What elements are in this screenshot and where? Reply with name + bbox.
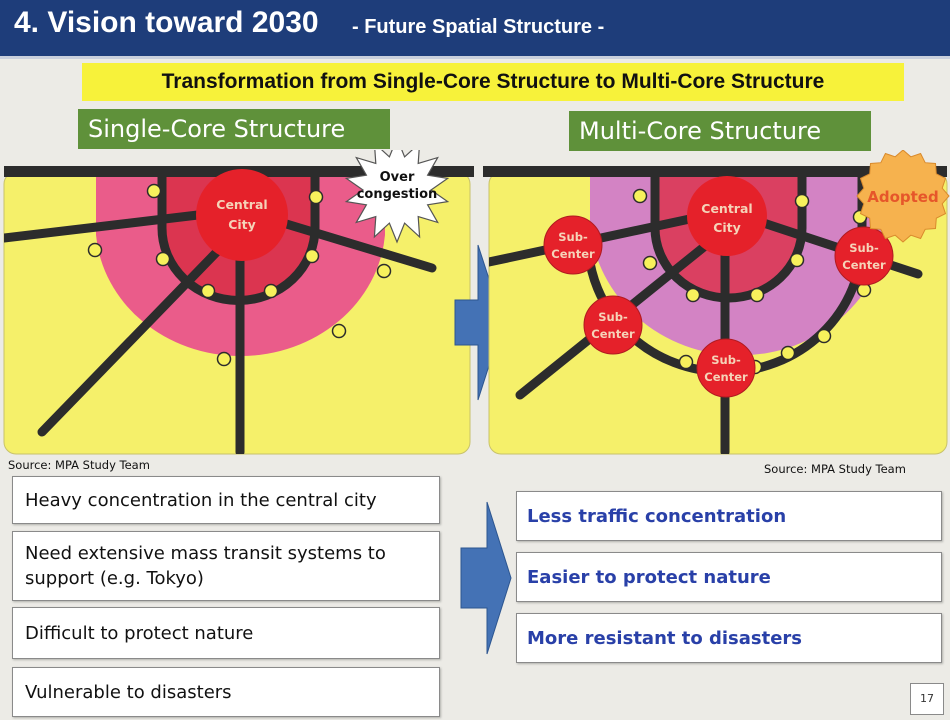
adopted-badge [856, 150, 950, 243]
burst-label-2: congestion [357, 187, 438, 202]
sub-center-east: Sub- Center [834, 226, 894, 286]
multi-central-label-1: Central [701, 201, 752, 216]
sub-center-west: Sub- Center [543, 215, 603, 275]
source-note-right: Source: MPA Study Team [764, 462, 906, 476]
single-central-label-2: City [228, 217, 256, 232]
svg-text:Sub-: Sub- [849, 241, 879, 255]
svg-text:Sub-: Sub- [598, 310, 628, 324]
single-stations [87, 183, 392, 367]
single-core-heading: Single-Core Structure [78, 109, 390, 149]
single-central-label-1: Central [216, 197, 267, 212]
page-title: 4. Vision toward 2030 [14, 6, 319, 39]
header-bar [0, 0, 950, 59]
svg-text:Center: Center [842, 258, 886, 272]
result-arrow-icon [460, 501, 512, 655]
single-core-map: Central City Over congestion [3, 150, 474, 455]
problem-item: Difficult to protect nature [12, 607, 440, 659]
benefit-item: Less traffic concentration [516, 491, 942, 541]
benefit-item: More resistant to disasters [516, 613, 942, 663]
page-subtitle: - Future Spatial Structure - [352, 16, 605, 38]
structure-diagrams: Central City Over congestion [3, 150, 950, 455]
svg-text:Center: Center [591, 327, 635, 341]
multi-stations [632, 188, 872, 375]
over-congestion-burst [344, 150, 450, 244]
page-number: 17 [910, 683, 944, 715]
benefit-item: Easier to protect nature [516, 552, 942, 602]
sub-center-south: Sub- Center [696, 338, 756, 398]
multi-core-heading: Multi-Core Structure [569, 111, 871, 151]
transformation-banner: Transformation from Single-Core Structur… [82, 63, 904, 101]
multi-core-map: Central City Sub- Center Sub- Center Sub… [483, 150, 950, 455]
single-central-city [196, 169, 288, 261]
adopted-label: Adopted [867, 188, 938, 206]
svg-text:Sub-: Sub- [558, 230, 588, 244]
multi-central-label-2: City [713, 220, 741, 235]
svg-text:Center: Center [704, 370, 748, 384]
multi-top-road [483, 166, 947, 177]
source-note-left: Source: MPA Study Team [8, 458, 150, 472]
problem-item: Vulnerable to disasters [12, 667, 440, 717]
burst-label-1: Over [380, 170, 415, 185]
svg-text:Center: Center [551, 247, 595, 261]
sub-center-southwest: Sub- Center [583, 295, 643, 355]
problem-item: Heavy concentration in the central city [12, 476, 440, 524]
svg-text:Sub-: Sub- [711, 353, 741, 367]
multi-central-city [687, 176, 767, 256]
problem-item: Need extensive mass transit systems to s… [12, 531, 440, 601]
